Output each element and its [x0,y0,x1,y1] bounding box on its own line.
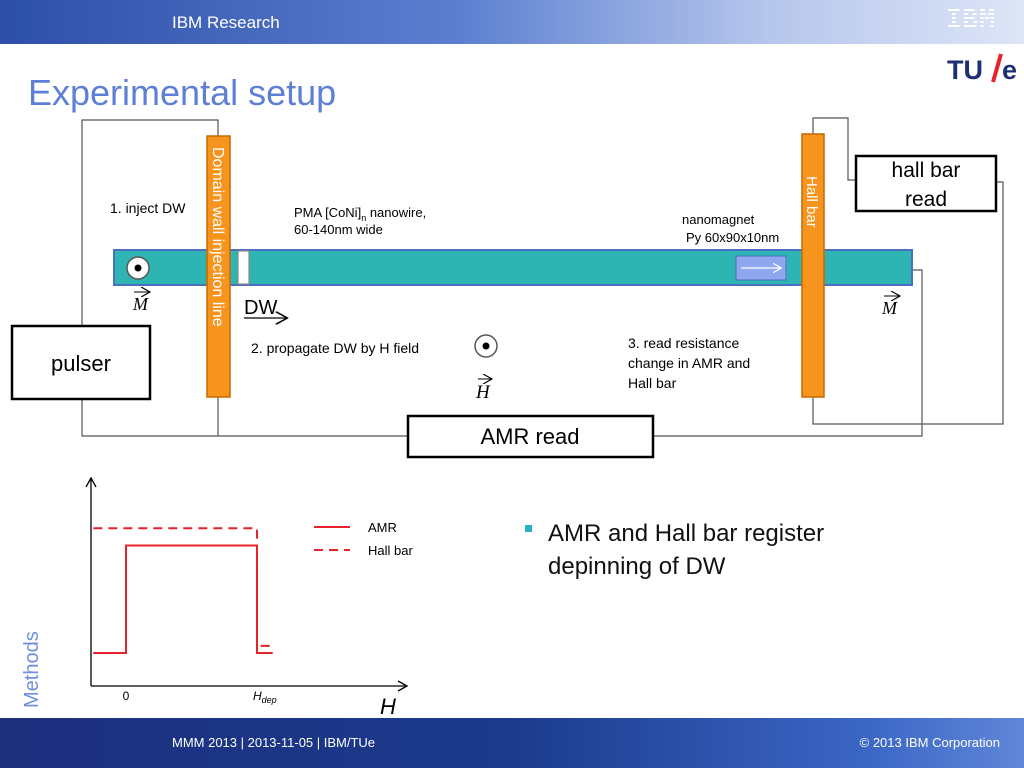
series-amr-line [93,544,273,654]
wiring [81,117,1004,437]
nanowire-label-line2: 60-140nm wide [294,222,383,237]
injection-line-label: Domain wall injection line [209,147,226,327]
x-tick-label: Hdep [253,689,277,705]
x-axis-label: H [380,694,396,718]
ibm-logo: IBM [946,5,996,35]
hall-bar-label: Hall bar [803,176,820,228]
nanomagnet-label-line2: Py 60x90x10nm [686,230,779,245]
hall-bar-read-line2: read [905,188,947,211]
y-axis-arrow [85,476,97,488]
footer: MMM 2013 | 2013-11-05 | IBM/TUe © 2013 I… [0,718,1024,768]
step-read-line1: 3. read resistance [628,335,739,351]
pulser-box [10,324,152,401]
setup-diagram: Domain wall injection line Hall bar hall… [10,117,1004,459]
brand-title: IBM Research [172,13,280,32]
bullet-text: AMR and Hall bar register depinning of D… [548,520,825,580]
hall-bar-read-box [854,154,998,213]
svg-text:e: e [1002,55,1017,84]
series-hall-bar-line [93,527,273,647]
depinning-chart: 0 Hdep H AMR Hall bar [85,476,413,718]
step-read-line3: Hall bar [628,375,677,391]
magnetization-left: M [132,292,149,314]
top-banner: IBM Research IBM [0,0,1024,44]
chart-legend: AMR Hall bar [314,520,413,558]
page-title: Experimental setup [28,72,337,113]
footer-info: MMM 2013 | 2013-11-05 | IBM/TUe [172,735,376,750]
legend-label: AMR [368,520,397,535]
magnetization-right: M [881,296,899,318]
field-out-of-plane-icon [474,334,498,358]
step-read-line2: change in AMR and [628,355,750,371]
hall-bar-read-line1: hall bar [892,159,961,182]
svg-text:TU: TU [947,55,983,84]
dw-marker [237,250,250,285]
svg-text:M: M [132,294,149,314]
pulser-label: pulser [51,351,111,376]
step-inject-label: 1. inject DW [110,200,186,216]
chart-axes: 0 Hdep H [85,476,409,718]
nanowire-label-line1: PMA [CoNi]n nanowire, [294,205,426,223]
bullet-icon [525,525,532,532]
out-of-plane-icon [126,256,150,280]
chart-series [93,527,273,654]
amr-read-label: AMR read [480,424,579,449]
dw-label: DW [244,297,277,319]
injection-line [206,135,231,398]
hall-bar [801,133,825,398]
field-h-label: H [475,379,491,403]
svg-text:M: M [881,298,898,318]
x-axis-arrow [397,680,409,692]
tue-logo: TU e [947,53,1017,84]
amr-read-box [406,414,655,459]
nanomagnet-label-line1: nanomagnet [682,212,755,227]
legend-label: Hall bar [368,543,413,558]
footer-copyright: © 2013 IBM Corporation [859,735,1000,750]
x-tick-label: 0 [123,689,130,703]
step-propagate-label: 2. propagate DW by H field [251,340,419,356]
svg-text:H: H [475,382,491,403]
